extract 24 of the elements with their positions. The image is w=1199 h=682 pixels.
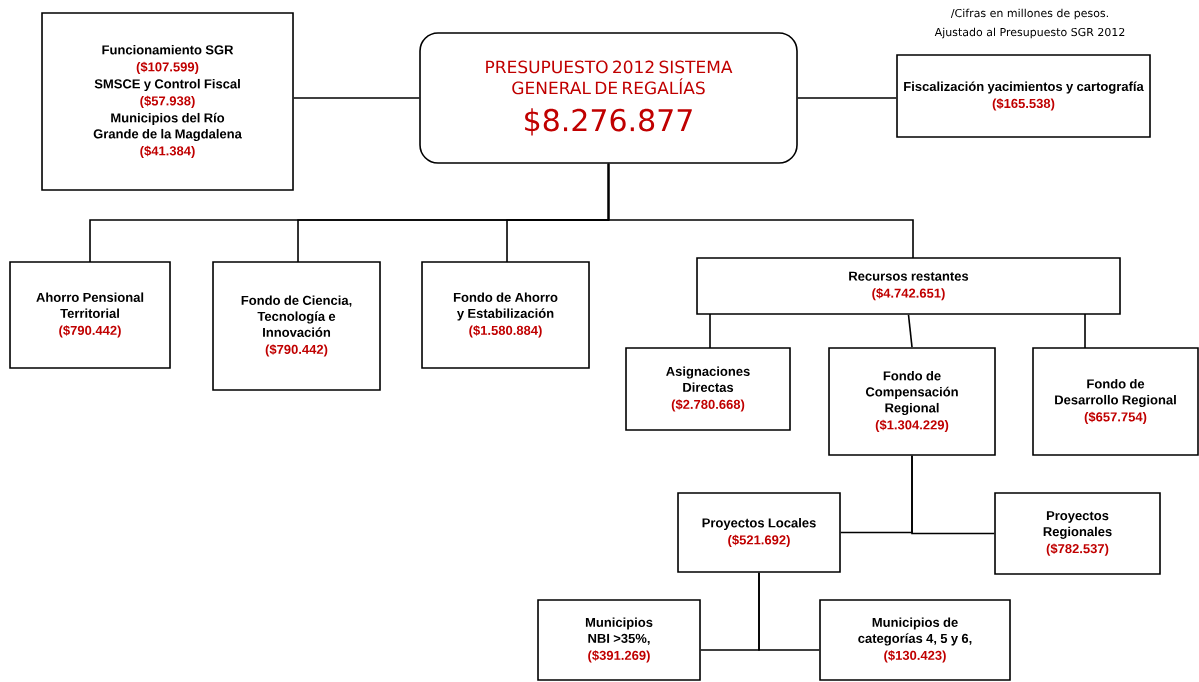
connector-line <box>758 572 820 651</box>
connector-line <box>709 313 711 349</box>
budget-title-box: PRESUPUESTO 2012 SISTEMA GENERAL DE REGALÍAS $8.276.877 <box>419 32 798 164</box>
connector-line <box>911 455 995 535</box>
connector-line <box>607 163 914 259</box>
budget-box: Asignaciones Directas ($2.780.668) <box>625 347 791 431</box>
connector-line <box>293 97 420 99</box>
connector-line <box>907 314 913 348</box>
budget-box: Fondo de Compensación Regional ($1.304.229) <box>828 347 996 456</box>
budget-box: Fondo de Desarrollo Regional ($657.754) <box>1032 347 1199 456</box>
budget-box: Proyectos Locales ($521.692) <box>677 492 841 573</box>
budget-box: Fondo de Ciencia, Tecnología e Innovación ($790.442) <box>212 261 381 391</box>
note-text: /Cifras en millones de pesos. <box>950 8 1108 20</box>
budget-box: Recursos restantes ($4.742.651) <box>696 257 1121 315</box>
budget-box: Proyectos Regionales ($782.537) <box>994 492 1161 575</box>
budget-box: Municipios NBI >35%, ($391.269) <box>537 599 701 681</box>
budget-box: Municipios de categorías 4, 5 y 6, ($130.423) <box>819 599 1011 681</box>
budget-box: Funcionamiento SGR ($107.599) SMSCE y Control Fiscal ($57.938) Municipios del Río Grande de la Magdalena ($41.384) <box>41 12 294 191</box>
connector-line <box>1084 313 1086 349</box>
budget-box: Fiscalización yacimientos y cartografía ($165.538) <box>896 54 1151 138</box>
note-text: Ajustado al Presupuesto SGR 2012 <box>934 27 1125 39</box>
budget-box: Ahorro Pensional Territorial ($790.442) <box>9 261 171 369</box>
connector-line <box>797 97 897 99</box>
budget-box: Fondo de Ahorro y Estabilización ($1.580.884) <box>421 261 590 369</box>
